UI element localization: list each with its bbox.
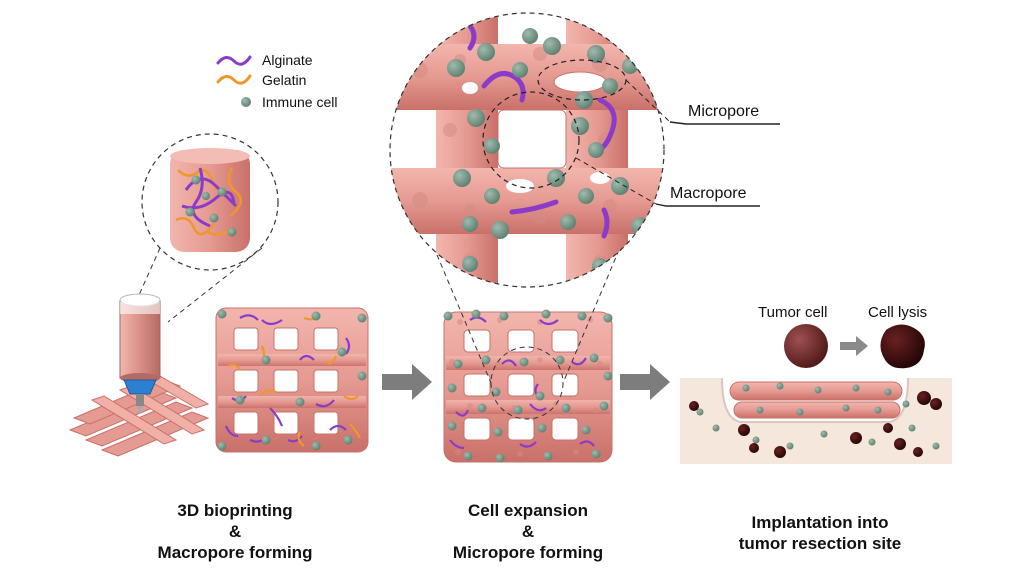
tumor-cell-label: Tumor cell [758,304,827,321]
lysed-cell-icon [880,324,925,369]
legend-gelatin-label: Gelatin [262,72,306,88]
bioink-zoom-circle [141,133,279,271]
implantation-panel [680,377,952,464]
step1-caption-line: Macropore forming [157,543,313,562]
pore-zoom-circle [389,12,665,288]
printed-lattice-bed [68,375,210,457]
step1-caption-line: 3D bioprinting [177,501,293,520]
macropore-marker [482,91,580,189]
macropore-underline [655,203,760,207]
legend-alginate-label: Alginate [262,52,313,68]
macropore-label: Macropore [670,185,747,202]
alginate-legend-swatch [216,55,252,66]
printed-scaffold [215,307,369,453]
step2-caption-line: Micropore forming [452,543,604,562]
process-arrow-icon [382,364,432,400]
lysis-arrow-icon [840,336,868,356]
gelatin-legend-swatch [216,74,252,85]
step2-caption-line: & [521,522,535,541]
cell-lysis-label: Cell lysis [868,304,927,321]
legend: Alginate Gelatin Immune cell [216,52,337,110]
expanded-scaffold [443,309,613,463]
tumor-cell-icon [784,324,828,368]
step1-caption-line: & [228,522,242,541]
process-arrow-icon [620,364,670,400]
step3-caption: Implantation into tumor resection site [710,512,930,554]
legend-immune-cell-label: Immune cell [262,94,337,110]
step2-caption-line: Cell expansion [468,501,588,520]
step3-caption-line: Implantation into [751,513,889,532]
micropore-callout-line [625,79,671,123]
zoom-guide-line [562,199,641,384]
micropore-label: Micropore [688,103,759,120]
bioprinter-syringe [119,293,161,414]
macropore-callout-line [575,157,657,205]
zoom-guide-line [167,247,263,323]
immune-cell-legend-swatch [241,97,251,107]
step1-caption: 3D bioprinting & Macropore forming [150,500,320,563]
step2-caption: Cell expansion & Micropore forming [438,500,618,563]
step3-caption-line: tumor resection site [738,534,902,553]
micropore-underline [669,121,780,125]
